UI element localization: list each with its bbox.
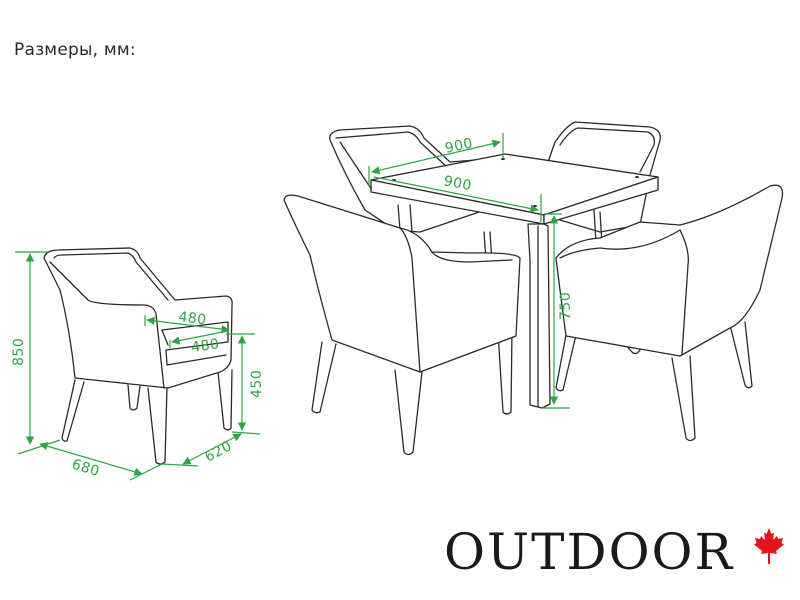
table-height-label: 750: [558, 292, 574, 320]
single-chair-drawing: [43, 247, 233, 465]
table-dimension-lines: [368, 133, 570, 409]
brand-logo-text: OUTDOOR: [444, 523, 735, 581]
chair-width-label: 620: [202, 438, 234, 465]
table-width-label: 900: [444, 135, 475, 157]
chair-seat-height-label: 450: [249, 370, 265, 398]
maple-leaf-icon: [754, 528, 784, 564]
table-set-drawing: [283, 121, 784, 456]
page-title: Размеры, мм:: [14, 40, 136, 60]
chair-seat-depth-label: 480: [190, 336, 220, 356]
chair-seat-width-label: 480: [178, 309, 208, 328]
chair-dimension-lines: [15, 251, 261, 481]
table-length-label: 900: [442, 173, 473, 194]
chair-height-label: 850: [11, 338, 27, 366]
chair-depth-label: 680: [70, 457, 102, 481]
